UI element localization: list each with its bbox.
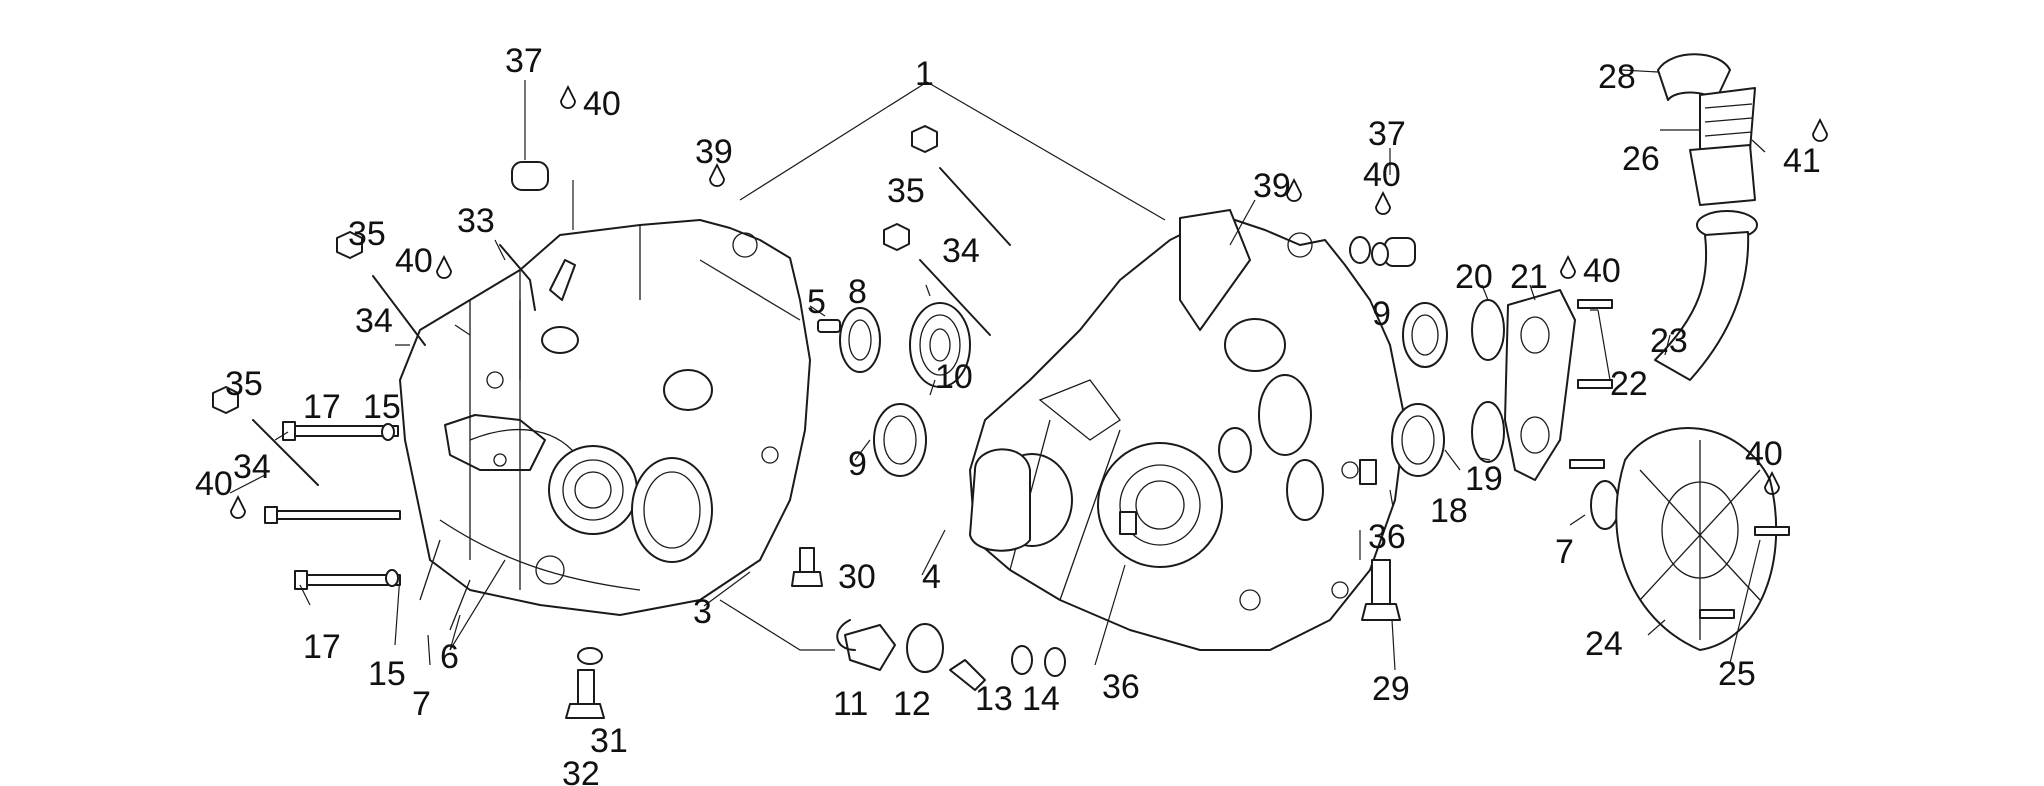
callout-37a: 37 [505,42,543,80]
callout-33: 33 [457,202,495,240]
callout-32: 32 [562,755,600,786]
drop-icon [1764,470,1780,495]
callout-24: 24 [1585,625,1623,663]
callout-19: 19 [1465,460,1503,498]
right-crankcase-half [969,209,1406,651]
drop-icon [230,494,246,519]
drop-icon [1812,117,1828,142]
left-crankcase-half [399,219,811,631]
callout-13: 13 [975,680,1013,718]
callout-40a: 40 [583,85,621,123]
callout-40c: 40 [195,465,233,503]
callout-34a: 34 [355,302,393,340]
callout-29: 29 [1372,670,1410,708]
lubrication-drop-icons [230,84,1828,519]
drop-icon [709,162,725,187]
callout-20: 20 [1455,258,1493,296]
drop-icon [1286,177,1302,202]
callout-36b: 36 [1368,518,1406,556]
callout-39b: 39 [1253,167,1291,205]
callout-35c: 35 [887,172,925,210]
leader-lines [229,69,1766,671]
callout-labels: 1 3 4 5 6 7 7 8 9 9 10 11 12 13 14 15 15… [195,42,1821,786]
callout-15b: 15 [368,655,406,693]
drop-icon [1560,254,1576,279]
callout-11: 11 [833,685,868,723]
callout-7b: 7 [1555,533,1574,571]
intake-and-cover [1569,53,1790,651]
callout-40e: 40 [1583,252,1621,290]
drop-icon [436,254,452,279]
callout-34b: 34 [233,448,271,486]
callout-7a: 7 [412,685,431,723]
callout-22: 22 [1610,365,1648,403]
callout-40d: 40 [1363,156,1401,194]
bearings-and-seals [817,242,1620,691]
callout-31: 31 [590,722,628,760]
callout-40f: 40 [1745,435,1783,473]
drop-icon [1375,190,1391,215]
callout-26: 26 [1622,140,1660,178]
callout-23: 23 [1650,322,1688,360]
callout-18: 18 [1430,492,1468,530]
callout-40b: 40 [395,242,433,280]
callout-1: 1 [915,55,934,93]
callout-28: 28 [1598,58,1636,96]
callout-41: 41 [1783,142,1821,180]
callout-34c: 34 [942,232,980,270]
callout-12: 12 [893,685,931,723]
callout-15a: 15 [363,388,401,426]
drop-icon [560,84,576,109]
callout-35a: 35 [348,215,386,253]
callout-17b: 17 [303,628,341,666]
callout-25: 25 [1718,655,1756,693]
callout-17a: 17 [303,388,341,426]
callout-39a: 39 [695,133,733,171]
callout-35b: 35 [225,365,263,403]
callout-9a: 9 [848,445,867,483]
callout-5: 5 [807,283,826,321]
callout-4: 4 [922,558,941,596]
callout-10: 10 [935,358,973,396]
callout-37b: 37 [1368,115,1406,153]
callout-8: 8 [848,273,867,311]
callout-6: 6 [440,638,459,676]
callout-14: 14 [1022,680,1060,718]
callout-3: 3 [693,593,712,631]
callout-36a: 36 [1102,668,1140,706]
callout-30: 30 [838,558,876,596]
studs-and-bolts [212,125,1416,719]
callout-21: 21 [1510,258,1548,296]
callout-9b: 9 [1372,295,1391,333]
